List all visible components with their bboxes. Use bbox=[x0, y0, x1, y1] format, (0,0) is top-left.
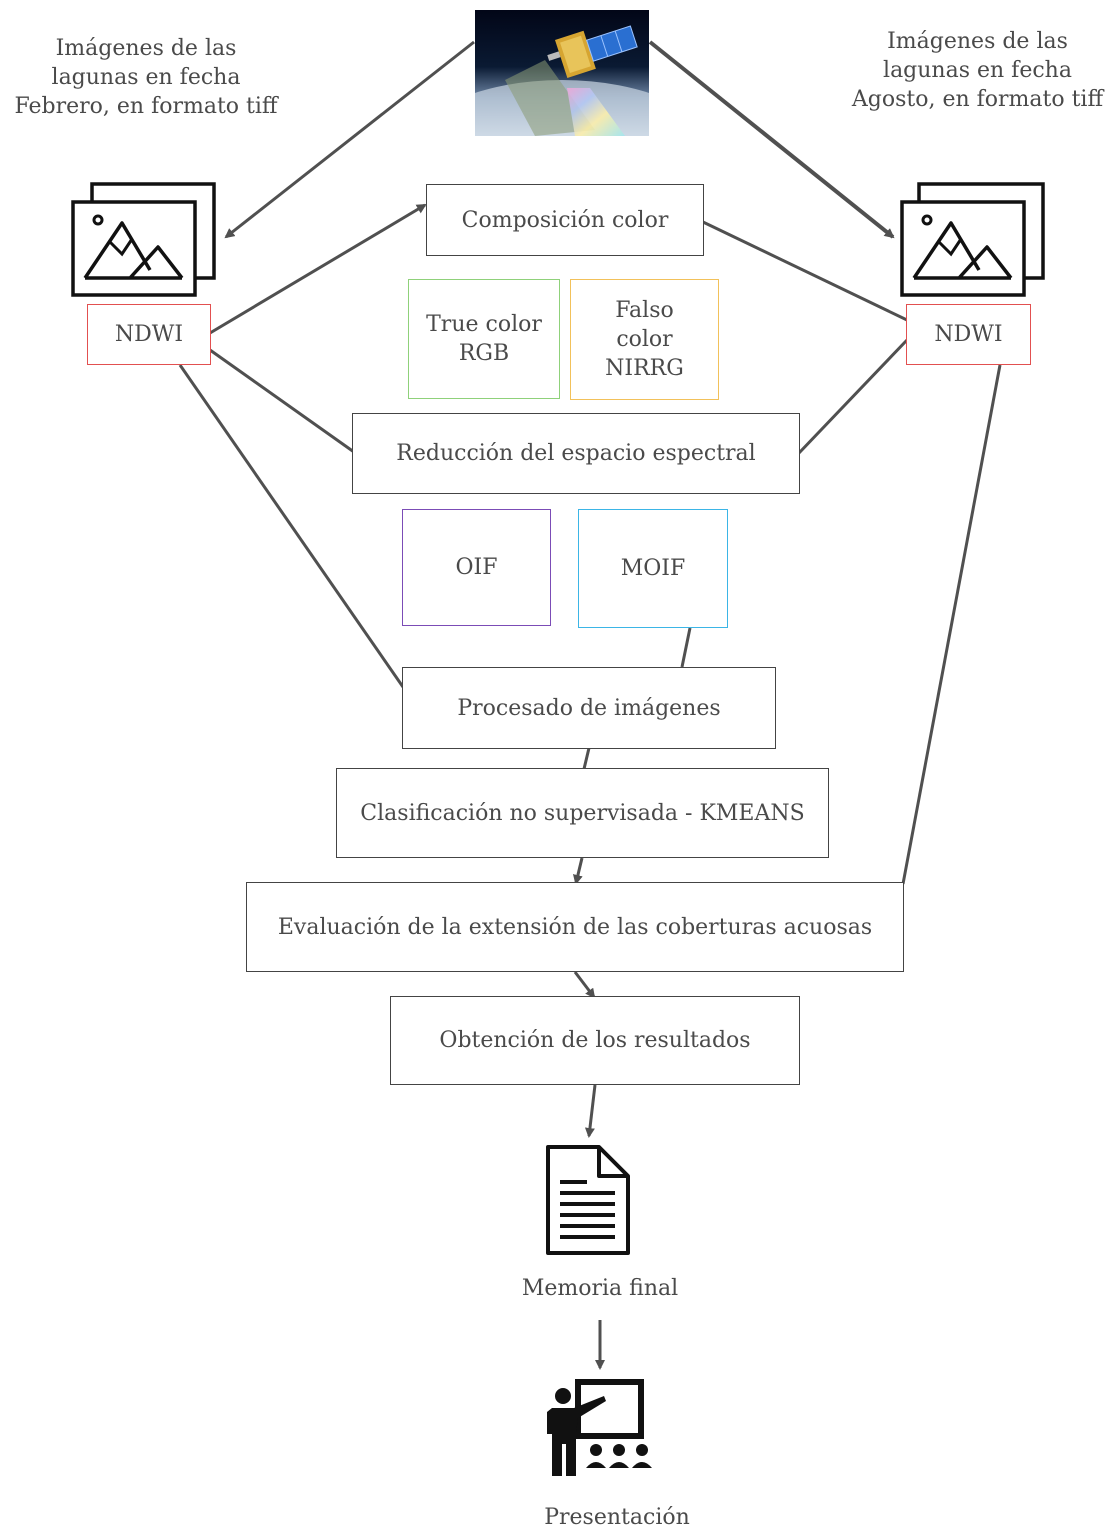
clasificacion-box: Clasificación no supervisada - KMEANS bbox=[336, 768, 829, 858]
arrow-satellite-to-right-images bbox=[648, 40, 895, 239]
presentacion-caption: Presentación bbox=[544, 1505, 690, 1530]
arrow-obtencion-to-memoria bbox=[584, 1084, 597, 1138]
line-reduccion-to-ndwi-right bbox=[797, 338, 909, 455]
image-stack-icon-left bbox=[71, 182, 216, 297]
arrow-evaluacion-to-obtencion bbox=[573, 971, 596, 999]
line-ndwi-left-to-procesado bbox=[178, 364, 405, 688]
line-ndwi-left-to-reduccion bbox=[209, 348, 355, 454]
arrow-clasificacion-to-evaluacion bbox=[573, 857, 584, 885]
line-composicion-to-ndwi-right bbox=[702, 220, 908, 322]
arrow-satellite-to-left-images bbox=[224, 40, 475, 239]
procesado-imagenes-box: Procesado de imágenes bbox=[402, 667, 776, 749]
memoria-caption: Memoria final bbox=[521, 1276, 679, 1301]
left-source-caption: Imágenes de las lagunas en fecha Febrero… bbox=[14, 36, 278, 119]
ndwi-right-box: NDWI bbox=[906, 304, 1031, 365]
presentation-icon bbox=[547, 1379, 652, 1476]
reduccion-espacio-box: Reducción del espacio espectral bbox=[352, 413, 800, 494]
line-moif-to-procesado bbox=[680, 627, 692, 668]
document-icon bbox=[546, 1145, 630, 1255]
composicion-color-box: Composición color bbox=[426, 184, 704, 256]
right-source-caption: Imágenes de las lagunas en fecha Agosto,… bbox=[851, 29, 1104, 112]
ndwi-left-box: NDWI bbox=[87, 304, 211, 365]
arrow-ndwi-left-to-composicion bbox=[209, 203, 427, 335]
true-color-box: True color RGB bbox=[408, 279, 560, 399]
evaluacion-box: Evaluación de la extensión de las cobert… bbox=[246, 882, 904, 972]
falso-color-box: Falso color NIRRG bbox=[570, 279, 719, 400]
oif-box: OIF bbox=[402, 509, 551, 626]
line-procesado-to-clasificacion bbox=[582, 747, 591, 770]
satellite-image bbox=[475, 10, 649, 136]
obtencion-resultados-box: Obtención de los resultados bbox=[390, 996, 800, 1085]
image-stack-icon-right bbox=[900, 182, 1045, 297]
line-ndwi-right-to-evaluacion bbox=[901, 364, 1002, 885]
moif-box: MOIF bbox=[578, 509, 728, 628]
